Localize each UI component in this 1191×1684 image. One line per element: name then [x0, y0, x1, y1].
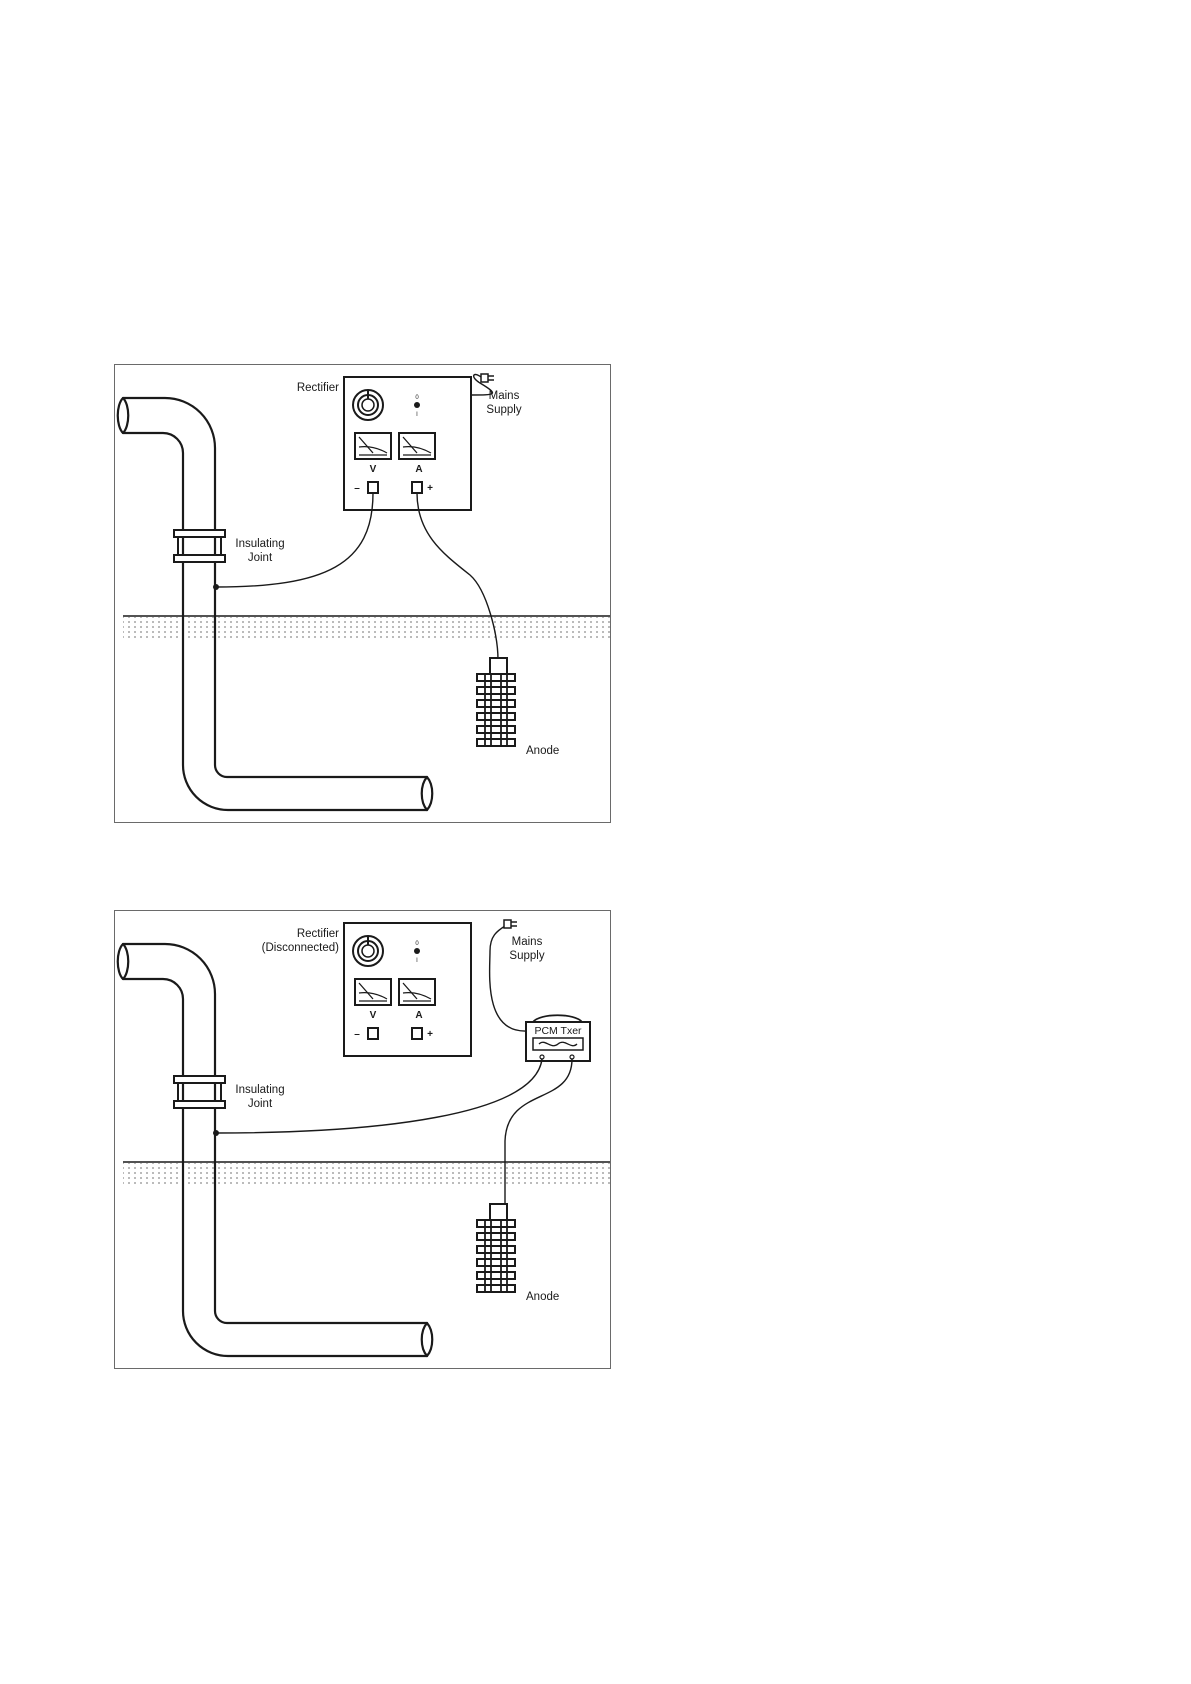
mains-label-line1: Mains [512, 936, 543, 948]
rectifier-label-line2: (Disconnected) [262, 942, 340, 954]
terminal-positive-label: + [427, 1029, 433, 1040]
insulating-joint-label-line1: Insulating [235, 538, 284, 550]
ground [123, 616, 610, 639]
anode-label: Anode [526, 1291, 559, 1303]
diagram-rectifier-connected: 0 I V A – + Rectifier [114, 364, 611, 823]
meter-label-v: V [370, 464, 377, 475]
ammeter [399, 979, 435, 1005]
ammeter [399, 433, 435, 459]
terminal-negative-label: – [354, 483, 360, 494]
terminal-positive [412, 482, 422, 493]
insulating-joint-label-line2: Joint [248, 1098, 273, 1110]
rectifier-unit: 0 I V A – + [344, 923, 471, 1056]
terminal-negative-label: – [354, 1029, 360, 1040]
diagram-transmitter-connected: 0 I V A – + Rectifier (Disconnected) [114, 910, 611, 1369]
anode-label: Anode [526, 745, 559, 757]
insulating-joint [174, 1076, 225, 1108]
mains-label-line2: Supply [486, 404, 521, 416]
pcm-transmitter: PCM Txer [526, 1015, 590, 1061]
ground [123, 1162, 610, 1185]
terminal-negative [368, 1028, 378, 1039]
terminal-positive-label: + [427, 483, 433, 494]
rectifier-label-line1: Rectifier [297, 928, 339, 940]
insulating-joint-label-line1: Insulating [235, 1084, 284, 1096]
voltmeter [355, 433, 391, 459]
diagram-canvas: 0 I V A – + Rectifier (Disconnected) [115, 911, 610, 1368]
rectifier-unit: 0 I V A – + [344, 377, 471, 510]
meter-label-a: A [415, 1010, 422, 1021]
mains-label-line2: Supply [509, 950, 544, 962]
rectifier-label: Rectifier [297, 382, 339, 394]
anode [477, 1204, 515, 1292]
terminal-positive [412, 1028, 422, 1039]
insulating-joint-label-line2: Joint [248, 552, 273, 564]
insulating-joint [174, 530, 225, 562]
anode [477, 658, 515, 746]
meter-label-v: V [370, 1010, 377, 1021]
transmitter-label: PCM Txer [534, 1025, 582, 1037]
meter-label-a: A [415, 464, 422, 475]
voltmeter [355, 979, 391, 1005]
diagram-canvas: 0 I V A – + Rectifier [115, 365, 610, 822]
pipe-signal-cable [216, 1059, 542, 1133]
terminal-negative [368, 482, 378, 493]
mains-label-line1: Mains [489, 390, 520, 402]
